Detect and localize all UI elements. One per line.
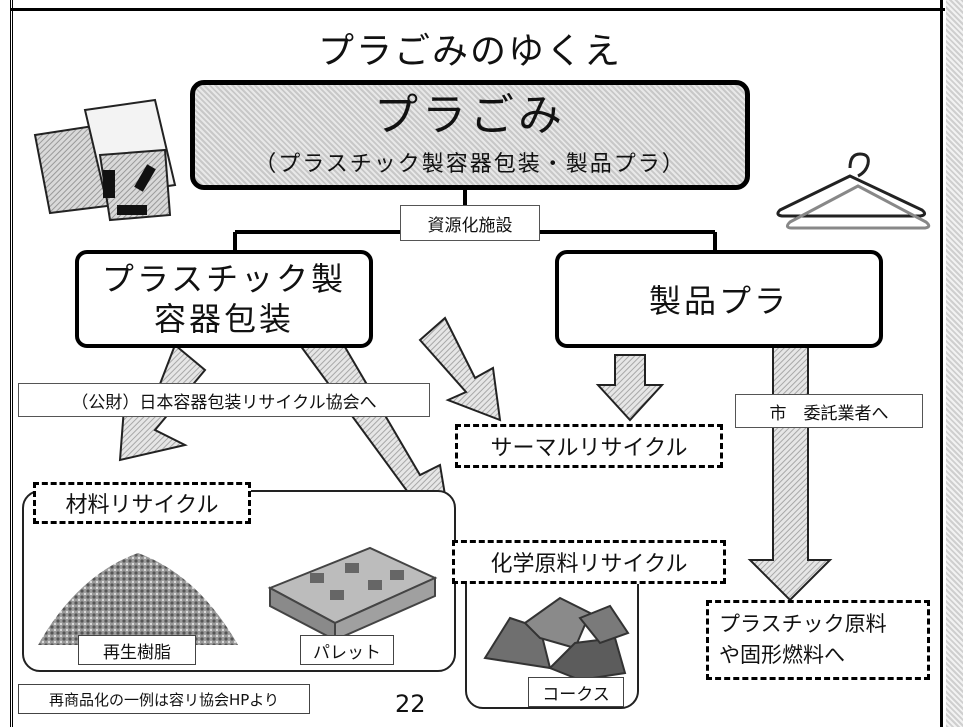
chemical-recycle-label: 化学原料リサイクル [452, 540, 726, 584]
material-recycle-label: 材料リサイクル [33, 482, 251, 524]
pallet-photo [250, 528, 440, 643]
plastic-containers-line1: プラスチック製 [101, 260, 347, 298]
city-contractor-label: 市 委託業者へ [735, 394, 923, 428]
recycled-resin-photo [38, 535, 238, 645]
arrow-to-thermal-recycle [418, 316, 502, 422]
footnote: 再商品化の一例は容リ協会HPより [18, 684, 310, 714]
plastic-packaging-icon [33, 98, 177, 222]
page-number: 22 [395, 690, 426, 718]
plastic-containers-box: プラスチック製 容器包装 [75, 250, 373, 348]
slide-frame-right [940, 0, 947, 727]
raw-material-fuel-line1: プラスチック原料 [719, 611, 887, 636]
coke-caption: コークス [528, 677, 624, 707]
plastic-containers-line2: 容器包装 [153, 300, 294, 338]
facility-label: 資源化施設 [400, 205, 540, 241]
product-plastic-label: 製品プラ [648, 282, 789, 320]
plastic-waste-title: プラごみ [374, 89, 566, 141]
coke-photo [480, 588, 630, 683]
pallet-caption: パレット [300, 635, 394, 665]
slide-title: プラごみのゆくえ [317, 31, 622, 72]
plastic-waste-subtitle: （プラスチック製容器包装・製品プラ） [254, 152, 686, 178]
thermal-recycle-label: サーマルリサイクル [455, 424, 723, 468]
recycled-resin-caption: 再生樹脂 [78, 635, 196, 665]
hanger-icon [776, 152, 931, 230]
arrow-product-to-fuel [747, 344, 833, 602]
product-plastic-box: 製品プラ [555, 250, 883, 348]
raw-material-fuel-line2: や固形燃料へ [719, 643, 845, 667]
plastic-waste-box: プラごみ （プラスチック製容器包装・製品プラ） [190, 80, 750, 190]
slide-frame-left [0, 0, 13, 727]
slide-side-strip [946, 0, 963, 727]
slide-frame-top [10, 8, 945, 11]
arrow-product-to-thermal [595, 354, 665, 422]
jcpra-label: （公財）日本容器包装リサイクル協会へ [18, 383, 430, 417]
raw-material-fuel-box: プラスチック原料 や固形燃料へ [706, 600, 930, 680]
